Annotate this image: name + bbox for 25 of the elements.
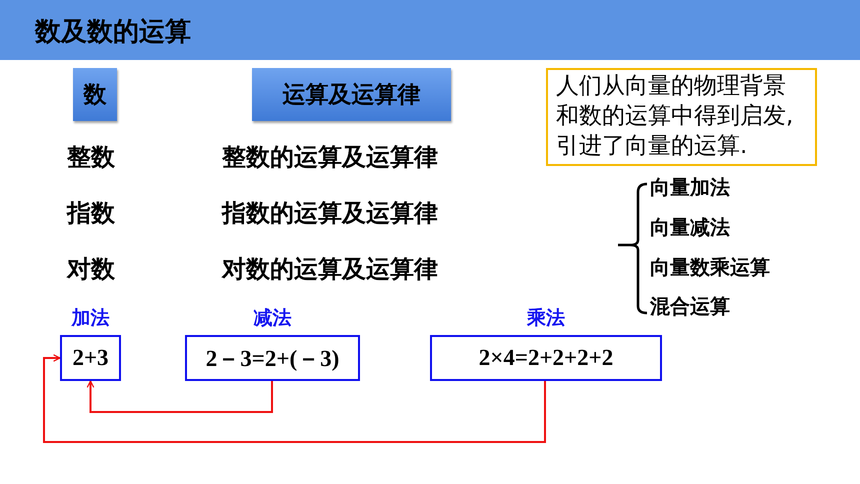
vector-operation-label: 向量减法 xyxy=(650,214,730,241)
note-box xyxy=(546,68,817,166)
number-label: 对数 xyxy=(67,254,115,285)
node-text: 2×4=2+2+2+2 xyxy=(478,345,614,371)
rule-label: 对数的运算及运算律 xyxy=(222,254,438,285)
title: 数及数的运算 xyxy=(35,16,191,49)
node-text: 数 xyxy=(84,81,106,110)
operation-label: 减法 xyxy=(252,306,292,331)
rule-label: 整数的运算及运算律 xyxy=(222,142,438,173)
operation-label: 加法 xyxy=(70,306,110,331)
node-text: 2+3 xyxy=(72,345,109,371)
node-text: 运算及运算律 xyxy=(282,81,420,110)
vector-operation-label: 向量加法 xyxy=(650,174,730,201)
rule-label: 指数的运算及运算律 xyxy=(222,198,438,229)
node-text: 2－3=2+(－3) xyxy=(206,344,340,373)
arrow xyxy=(86,380,273,413)
number-label: 指数 xyxy=(67,198,115,229)
header-box xyxy=(252,68,451,121)
vector-operation-label: 向量数乘运算 xyxy=(650,254,770,281)
operation-label: 乘法 xyxy=(526,306,566,331)
header-box xyxy=(73,68,117,121)
vector-operation-label: 混合运算 xyxy=(650,293,730,320)
number-label: 整数 xyxy=(67,142,115,173)
node-text: 人们从向量的物理背景和数的运算中得到启发,引进了向量的运算. xyxy=(556,72,794,161)
arrow xyxy=(43,354,546,443)
